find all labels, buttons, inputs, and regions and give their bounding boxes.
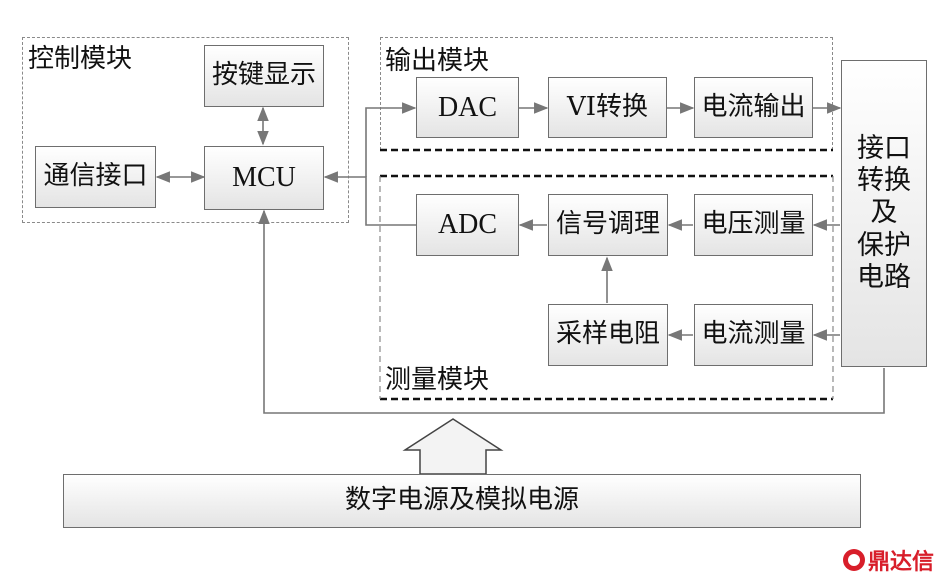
control-module-box [22, 37, 349, 223]
interface-protection-block: 接口 转换 及 保护 电路 [841, 60, 927, 367]
power-supply-block: 数字电源及模拟电源 [63, 474, 861, 528]
output-module-label: 输出模块 [385, 46, 490, 76]
current-measure-block: 电流测量 [694, 304, 813, 366]
logo-icon [843, 549, 865, 571]
watermark-logo: 鼎达信 [843, 544, 934, 576]
comm-interface-block: 通信接口 [35, 146, 156, 208]
output-module-box [380, 37, 833, 150]
measure-module-label: 测量模块 [385, 365, 490, 395]
arrow-iface-to-mcu [258, 209, 885, 414]
watermark-text: 鼎达信 [868, 550, 935, 575]
sample-resistor-block: 采样电阻 [548, 304, 668, 366]
power-up-arrow [402, 418, 504, 475]
arrow-mcu-to-dac [365, 102, 417, 177]
control-module-label: 控制模块 [28, 44, 133, 74]
mcu-block: MCU [204, 146, 324, 210]
vi-convert-block: VI转换 [548, 77, 667, 138]
current-output-block: 电流输出 [694, 77, 813, 138]
dac-block: DAC [416, 77, 519, 138]
key-display-block: 按键显示 [204, 45, 324, 107]
signal-conditioning-block: 信号调理 [548, 194, 668, 256]
arrow-adc-to-mcu [323, 171, 416, 226]
adc-block: ADC [416, 194, 519, 256]
voltage-measure-block: 电压测量 [694, 194, 813, 256]
